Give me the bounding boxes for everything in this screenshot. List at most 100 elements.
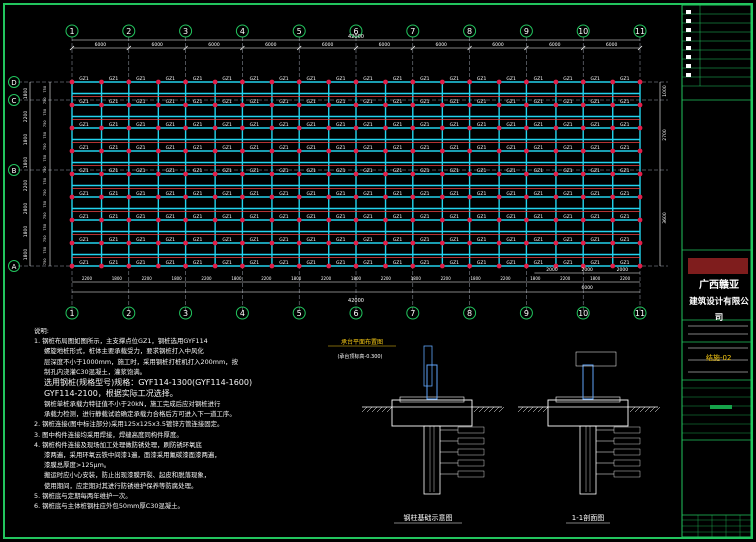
pile-mark (269, 194, 275, 200)
pile-mark (326, 125, 332, 131)
note-line: 选用钢桩(规格型号)规格：GYF114-1300(GYF114-1600) (44, 378, 253, 388)
note-line: 搬运时应小心安装，防止出现漆膜开裂、起皮和脱落现象， (44, 471, 211, 480)
pile-mark (326, 240, 332, 246)
pile-mark (326, 194, 332, 200)
dim-text-bottom: 2200 (560, 276, 571, 281)
pile-mark (610, 217, 616, 223)
pile-label: GZ1 (393, 76, 403, 82)
pile-mark (269, 171, 275, 177)
pile-label: GZ1 (420, 191, 430, 197)
pile-label: GZ1 (363, 76, 373, 82)
axis-number-bottom: 2 (126, 309, 131, 318)
pile-mark (326, 102, 332, 108)
note-line: 1. 钢桩布局图如图所示，主支撑点位GZ1，钢桩选用GYF114 (34, 337, 208, 346)
pile-mark (496, 194, 502, 200)
axis-bubble-bottom (406, 306, 420, 320)
dim-text-right: 1000 (662, 85, 668, 97)
pile-label: GZ1 (222, 168, 232, 174)
pile-mark (610, 102, 616, 108)
axis-bubble-top (463, 24, 477, 38)
pile-label: GZ1 (506, 168, 516, 174)
pile-label: GZ1 (79, 191, 89, 197)
note-line: 漆两遍，采用环氧云铁中间漆1遍，面漆采用氟碳漆面漆两遍， (44, 451, 221, 460)
axis-number-bottom: 7 (410, 309, 415, 318)
pile-mark (240, 240, 245, 246)
hatch (386, 406, 393, 413)
pile-mark (353, 240, 359, 246)
company-logo (688, 258, 748, 274)
pile-label: GZ1 (250, 191, 260, 197)
pile-mark (126, 171, 132, 177)
dim-text-left-inner: 750 (43, 143, 47, 150)
pile-mark (383, 240, 388, 246)
pile-mark (240, 263, 245, 269)
dim-text-left: 1800 (23, 226, 29, 238)
axis-bubble-top (122, 24, 136, 38)
axis-bubble-left (8, 76, 20, 88)
pile-mark (183, 102, 189, 108)
pile-label: GZ1 (506, 122, 516, 128)
pile-mark (553, 263, 559, 269)
pile-mark (553, 240, 559, 246)
hatch (371, 406, 378, 413)
pile-label: GZ1 (222, 237, 232, 243)
axis-number-top: 9 (524, 27, 529, 36)
dim-tick (524, 45, 529, 51)
leader-box (457, 437, 485, 445)
pile-label: GZ1 (222, 122, 232, 128)
pile-mark (637, 217, 643, 223)
axis-number-bottom: 11 (635, 309, 645, 318)
axis-number-top: 11 (635, 27, 645, 36)
pile-mark (269, 240, 275, 246)
pile-label: GZ1 (477, 99, 487, 105)
dim-text-bottom: 1800 (351, 276, 362, 281)
axis-number-top: 1 (69, 27, 74, 36)
dim-text-left: 2200 (23, 180, 29, 192)
dim-text-left: 1800 (23, 157, 29, 169)
pile-label: GZ1 (363, 214, 373, 220)
pile-mark (610, 171, 616, 177)
axis-bubble-top (65, 24, 79, 38)
base-plate (399, 396, 465, 403)
pile-mark (467, 79, 472, 85)
detail-left-title: 钢柱基础示意图 (404, 513, 453, 522)
pile-mark (183, 125, 189, 131)
axis-letter: B (12, 167, 17, 175)
pile-mark (610, 148, 616, 154)
hatch (376, 406, 383, 413)
pile-label: GZ1 (193, 99, 203, 105)
dim-text-bottom: 2200 (500, 276, 511, 281)
pile-label: GZ1 (193, 168, 203, 174)
pile-label: GZ1 (393, 168, 403, 174)
dim-total-top: 42000 (348, 34, 364, 40)
dim-text-left: 2200 (23, 111, 29, 123)
hatch (381, 406, 388, 413)
pile-label: GZ1 (506, 99, 516, 105)
axis-number-top: 7 (410, 27, 415, 36)
pile-label: GZ1 (590, 122, 600, 128)
axis-bubble-bottom (122, 306, 136, 320)
company-line1: 广西赣亚 (699, 280, 739, 291)
pile-label: GZ1 (136, 76, 146, 82)
pile-label: GZ1 (563, 260, 573, 266)
dim-text-right-small: 2000 (581, 267, 593, 273)
base-plate (555, 396, 621, 403)
pile-mark (99, 102, 104, 108)
dim-text-left-inner: 750 (43, 97, 47, 104)
pile-mark (126, 148, 132, 154)
pile-label: GZ1 (450, 237, 460, 243)
pile-label: GZ1 (563, 76, 573, 82)
pile-label: GZ1 (336, 191, 346, 197)
pile-label: GZ1 (393, 214, 403, 220)
pile-mark (126, 125, 132, 131)
pile-mark (69, 125, 75, 131)
pile-mark (240, 171, 245, 177)
pile-label: GZ1 (166, 214, 176, 220)
pile-label: GZ1 (193, 191, 203, 197)
tb-mark (686, 28, 691, 32)
pile-label: GZ1 (590, 99, 600, 105)
pile-label: GZ1 (420, 260, 430, 266)
pile-label: GZ1 (563, 99, 573, 105)
